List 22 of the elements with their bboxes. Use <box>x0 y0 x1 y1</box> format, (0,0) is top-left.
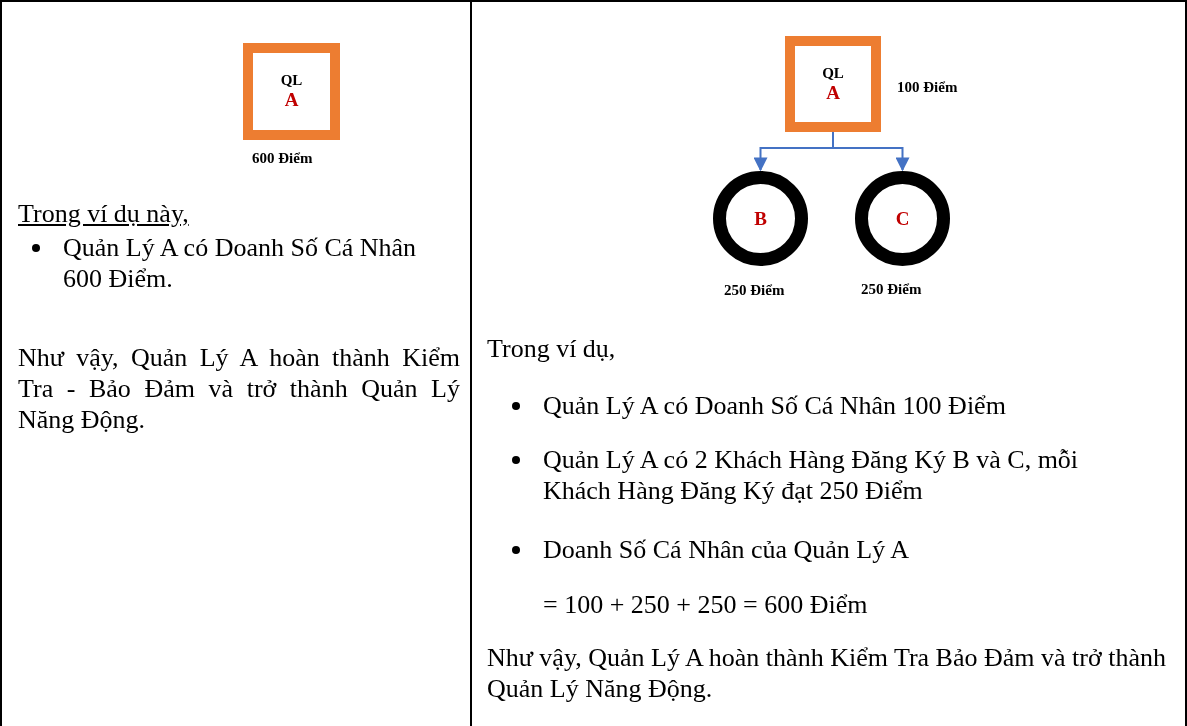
manager-box <box>243 43 340 140</box>
paragraph-text: Như vậy, Quản Lý A hoàn thành Kiểm Tra Bảo Đảm và trở thành Quản Lý Năng Động. <box>487 642 1167 704</box>
heading-text: Trong ví dụ này, <box>18 198 190 229</box>
bullet-text: Quản Lý A có Doanh Số Cá Nhân 100 Điểm <box>543 390 1007 421</box>
node-letter: A <box>826 81 840 104</box>
paragraph-text: = 100 + 250 + 250 = 600 Điểm <box>543 589 869 620</box>
role-label: QL <box>280 72 303 89</box>
role-label: QL <box>822 64 844 82</box>
node-letter: A <box>284 89 299 111</box>
score-label: 600 Điểm <box>252 150 313 167</box>
bullet-text: Quản Lý A có Doanh Số Cá Nhân 600 Điểm. <box>63 232 418 294</box>
score-label: 250 Điểm <box>861 281 922 298</box>
paragraph-text: Như vậy, Quản Lý A hoàn thành Kiểm Tra - Bảo Đảm và trở thành Quản Lý Năng Động. <box>18 342 460 435</box>
score-label: 100 Điểm <box>897 79 958 96</box>
connector-arrow <box>832 131 910 172</box>
node-letter: B <box>754 207 767 230</box>
paragraph-text: Trong ví dụ, <box>487 333 617 364</box>
bullet-text: Quản Lý A có 2 Khách Hàng Đăng Ký B và C, mỗi Khách Hàng Đăng Ký đạt 250 Điểm <box>543 444 1080 506</box>
score-label: 250 Điểm <box>724 282 785 299</box>
bullet-text: Doanh Số Cá Nhân của Quản Lý A <box>543 534 911 565</box>
node-letter: C <box>895 207 910 230</box>
manager-box <box>785 36 881 132</box>
